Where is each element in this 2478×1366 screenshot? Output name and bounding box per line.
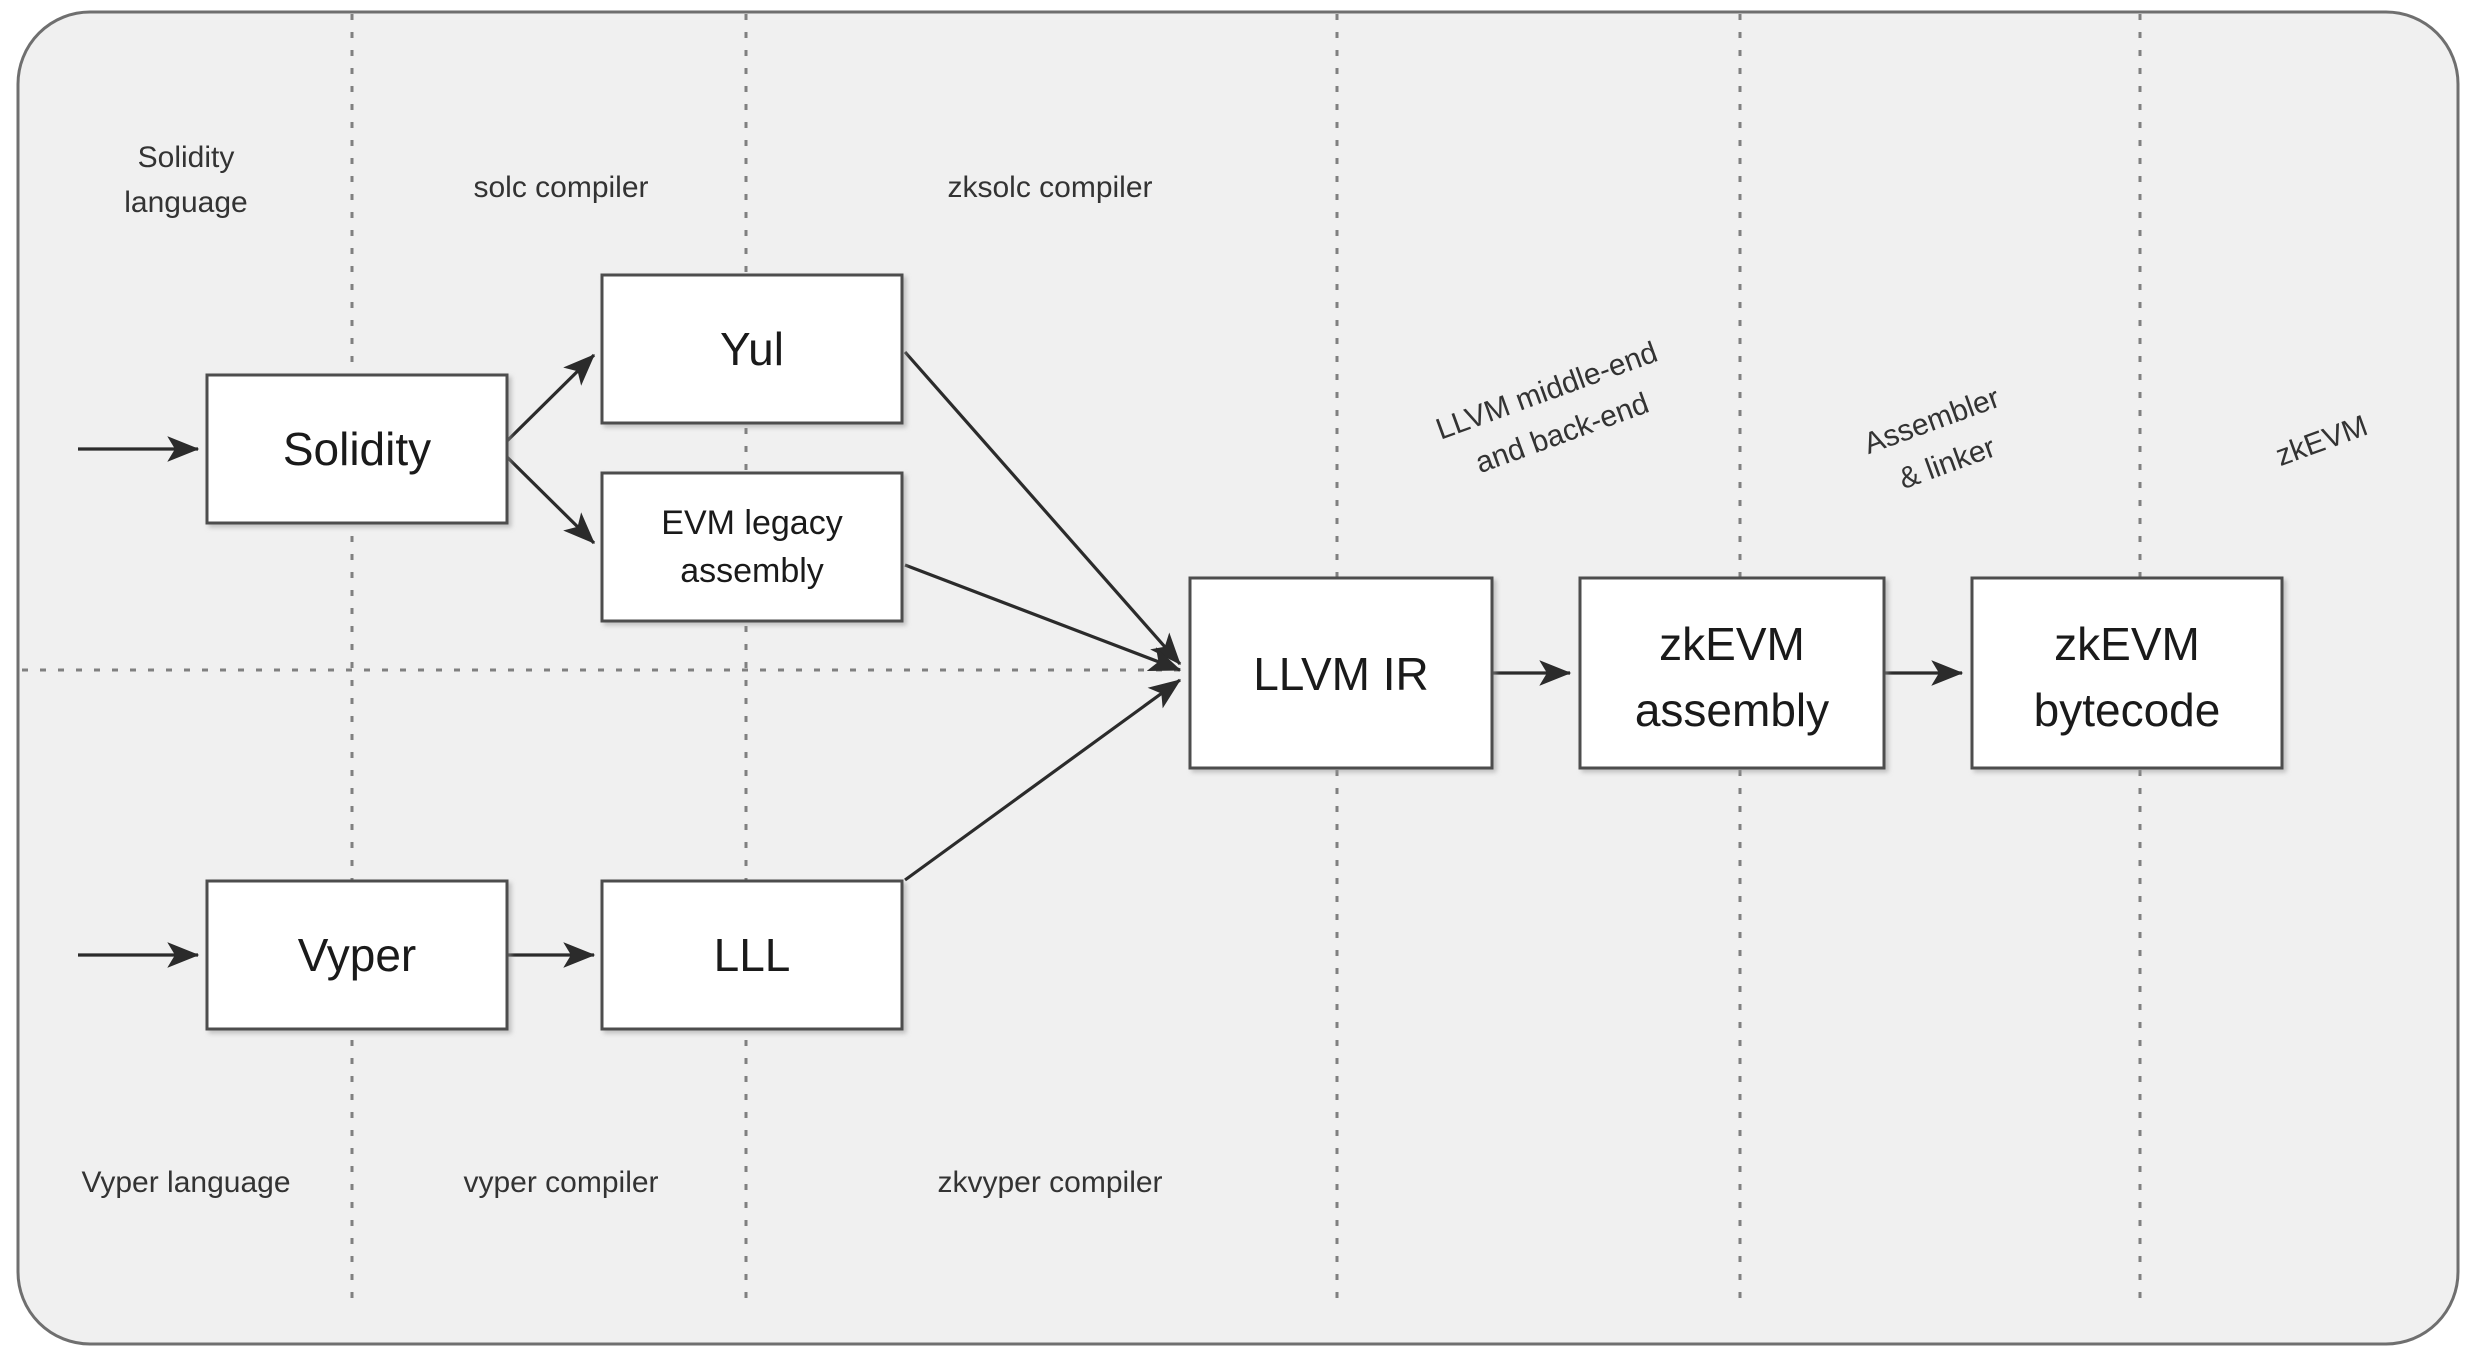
swimlane-label-zkvyper-compiler-text: zkvyper compiler <box>937 1166 1162 1199</box>
node-yul[interactable]: Yul <box>600 273 904 425</box>
swimlane-label-zksolc-compiler-text: zksolc compiler <box>947 171 1152 204</box>
swimlane-label-vyper-language-text: Vyper language <box>81 1166 290 1199</box>
edge-solidity-to-yul <box>505 353 596 443</box>
node-llvm-ir[interactable]: LLVM IR <box>1188 576 1494 770</box>
node-llvm-ir-rect[interactable] <box>1188 576 1494 770</box>
edge-solidity-to-evm-legacy-assembly <box>505 455 596 545</box>
node-evm-legacy-assembly-label-line2: assembly <box>680 552 824 590</box>
node-evm-legacy-assembly-label-line1: EVM legacy <box>661 504 842 542</box>
node-llvm-ir-label: LLVM IR <box>1253 648 1429 700</box>
node-zkevm-bytecode-rect[interactable] <box>1970 576 2284 770</box>
edge-evm-legacy-assembly-to-llvm-ir <box>904 563 1182 672</box>
node-zkevm-bytecode[interactable]: zkEVM bytecode <box>1970 576 2284 770</box>
swimlane-label-solidity-language: Solidity language <box>124 141 247 219</box>
node-vyper[interactable]: Vyper <box>205 879 509 1031</box>
node-vyper-rect[interactable] <box>205 879 509 1031</box>
swimlane-label-solc-compiler: solc compiler <box>473 171 648 204</box>
edge-yul-to-llvm-ir <box>903 350 1182 666</box>
swimlane-label-solc-compiler-text: solc compiler <box>473 171 648 204</box>
node-zkevm-assembly-label-line2: assembly <box>1635 684 1829 736</box>
swimlane-label-solidity-language-line2: language <box>124 186 247 219</box>
node-vyper-label: Vyper <box>298 929 416 981</box>
swimlane-label-zksolc-compiler: zksolc compiler <box>947 171 1152 204</box>
node-solidity-rect[interactable] <box>205 373 509 525</box>
swimlane-label-zkvyper-compiler: zkvyper compiler <box>937 1166 1162 1199</box>
node-evm-legacy-assembly[interactable]: EVM legacy assembly <box>600 471 904 623</box>
node-evm-legacy-assembly-rect[interactable] <box>600 471 904 623</box>
swimlane-label-solidity-language-line1: Solidity <box>138 141 235 174</box>
node-yul-rect[interactable] <box>600 273 904 425</box>
node-lll[interactable]: LLL <box>600 879 904 1031</box>
swimlane-label-vyper-language: Vyper language <box>81 1166 290 1199</box>
edges-layer <box>78 350 1964 968</box>
node-zkevm-bytecode-label-line1: zkEVM <box>2054 618 2200 670</box>
node-solidity-label: Solidity <box>283 423 431 475</box>
node-zkevm-assembly-label-line1: zkEVM <box>1659 618 1805 670</box>
node-zkevm-bytecode-label-line2: bytecode <box>2034 684 2221 736</box>
node-zkevm-assembly-rect[interactable] <box>1578 576 1886 770</box>
swimlane-label-vyper-compiler-text: vyper compiler <box>463 1166 658 1199</box>
node-solidity[interactable]: Solidity <box>205 373 509 525</box>
node-lll-rect[interactable] <box>600 879 904 1031</box>
node-lll-label: LLL <box>714 929 791 981</box>
node-zkevm-assembly[interactable]: zkEVM assembly <box>1578 576 1886 770</box>
edge-lll-to-llvm-ir <box>904 678 1182 882</box>
swimlane-label-vyper-compiler: vyper compiler <box>463 1166 658 1199</box>
node-yul-label: Yul <box>720 323 784 375</box>
